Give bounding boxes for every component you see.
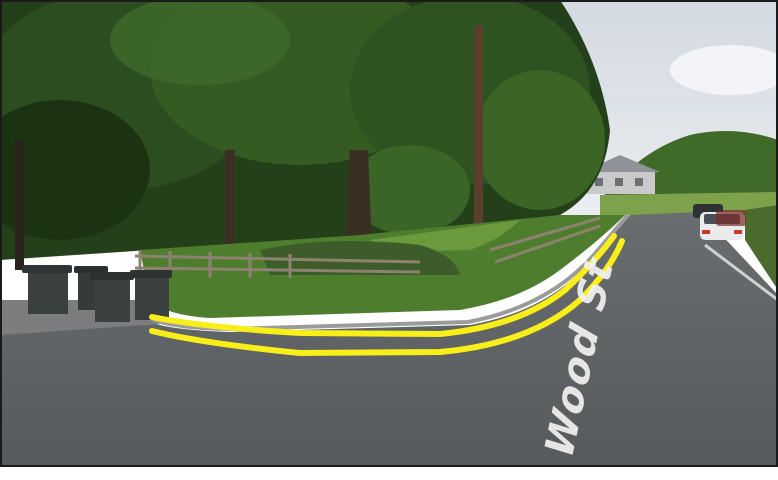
street-scene [0, 0, 778, 467]
cloud [670, 45, 778, 95]
kerb [149, 213, 630, 332]
trees [0, 0, 610, 270]
road-edge-line [704, 243, 778, 302]
utility-pole [474, 25, 483, 270]
hedge [260, 241, 460, 275]
double-yellow-lines [149, 233, 625, 357]
right-verge [745, 205, 778, 290]
image-frame [0, 0, 778, 467]
parked-cars [693, 204, 746, 240]
wooden-fence [134, 216, 601, 278]
distant-field [600, 192, 778, 215]
wheelie-bins [22, 265, 172, 322]
